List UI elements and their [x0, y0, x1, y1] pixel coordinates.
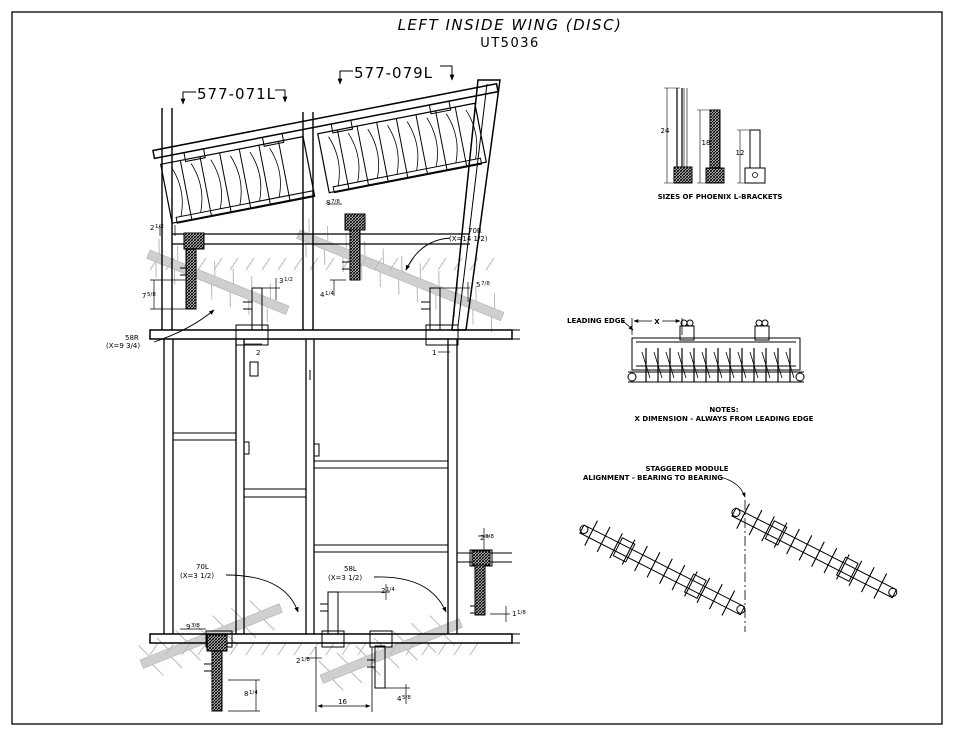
dim-4-5-8: 4	[397, 695, 402, 703]
dim-4-1-4-frac: 1/4	[325, 291, 334, 297]
sheet-border	[11, 11, 943, 725]
callout-70L: 70L (X=3 1/2)	[180, 563, 299, 613]
drawing-subtitle: UT5036	[480, 36, 540, 51]
svg-text:(X=3 1/2): (X=3 1/2)	[328, 574, 362, 582]
dim-3-1-2-frac: 1/2	[284, 277, 293, 283]
phoenix-l-bracket-sizes: 24 18 12 SIZES OF PHOENIX L-BRACKETS	[658, 87, 783, 201]
svg-text:70L: 70L	[196, 563, 209, 571]
callout-58R: 58R (X=9 3/4)	[106, 309, 215, 350]
leading-edge-label: LEADING EDGE	[567, 317, 625, 325]
dim-2-1-8: 2	[296, 657, 300, 665]
svg-text:(X=3 1/2): (X=3 1/2)	[180, 572, 214, 580]
dim-8-7-8-frac: 7/8	[331, 199, 340, 205]
staggered-line1: STAGGERED MODULE	[645, 465, 728, 473]
dim-2-3-8-frac: 3/8	[485, 534, 494, 540]
dim-2-3-8: 2	[480, 534, 484, 542]
leading-edge-diagram: LEADING EDGE X NOTES: X DIMENSION - ALWA…	[567, 316, 814, 423]
dim-1: 1	[432, 349, 436, 357]
bracket-size-18: 18	[702, 139, 711, 147]
x-marker: X	[654, 318, 660, 326]
svg-text:58L: 58L	[344, 565, 357, 573]
dim-1-1-8-frac: 1/8	[517, 610, 526, 616]
dim-3-1-2: 3	[279, 277, 283, 285]
callout-70R: 70R (X=14 1/2)	[405, 227, 488, 271]
main-frame	[149, 108, 520, 648]
staggered-module-diagram: STAGGERED MODULE ALIGNMENT - BEARING TO …	[579, 465, 898, 632]
dim-2-1-2-top-frac: 1/2	[155, 224, 164, 230]
dim-2-1-4-frac: 1/4	[386, 587, 395, 593]
dim-8-1-4-frac: 1/4	[249, 690, 258, 696]
dim-16: 16	[338, 698, 347, 706]
bracket-size-24: 24	[661, 127, 670, 135]
notes-heading: NOTES:	[709, 406, 738, 414]
dim-8-1-4: 8	[244, 690, 248, 698]
svg-text:70R: 70R	[468, 227, 482, 235]
main-drawing-l-brackets	[180, 213, 491, 712]
bracket-size-12: 12	[736, 149, 745, 157]
part-number-577-079L: 577-079L	[337, 64, 455, 85]
dim-7-5-8: 7	[142, 292, 146, 300]
dim-9-3-8: 9	[186, 623, 190, 631]
part-number-577-071L: 577-071L	[180, 85, 288, 105]
dim-2: 2	[256, 349, 260, 357]
svg-text:(X=9 3/4): (X=9 3/4)	[106, 342, 140, 350]
notes-text: X DIMENSION - ALWAYS FROM LEADING EDGE	[635, 415, 814, 423]
dim-8-7-8: 8	[326, 199, 330, 207]
dimensions: 2 1/2 8 7/8 7 5/8 3 1/2 4 1/4 5 7/8 2 1 …	[142, 199, 526, 712]
dim-1-1-8: 1	[512, 610, 516, 618]
dim-4-1-4: 4	[320, 291, 325, 299]
svg-text:58R: 58R	[125, 334, 139, 342]
dim-5-7-8-frac: 7/8	[481, 281, 490, 287]
dim-2-1-2-top: 2	[150, 224, 154, 232]
dim-7-5-8-frac: 5/8	[147, 292, 156, 298]
drawing-title: LEFT INSIDE WING (DISC)	[398, 16, 623, 34]
dim-9-3-8-frac: 3/8	[191, 623, 200, 629]
svg-text:577-079L: 577-079L	[354, 64, 433, 82]
svg-text:(X=14 1/2): (X=14 1/2)	[449, 235, 488, 243]
ghost-disc-gangs	[138, 218, 505, 691]
callout-58L: 58L (X=3 1/2)	[328, 565, 447, 613]
svg-text:577-071L: 577-071L	[197, 85, 276, 103]
dim-5-7-8: 5	[476, 281, 480, 289]
dim-2-1-8-frac: 1/8	[301, 657, 310, 663]
staggered-line2: ALIGNMENT - BEARING TO BEARING	[583, 474, 723, 482]
bracket-caption: SIZES OF PHOENIX L-BRACKETS	[658, 193, 783, 201]
dim-4-5-8-frac: 5/8	[402, 695, 411, 701]
dim-2-1-4: 2	[381, 587, 385, 595]
